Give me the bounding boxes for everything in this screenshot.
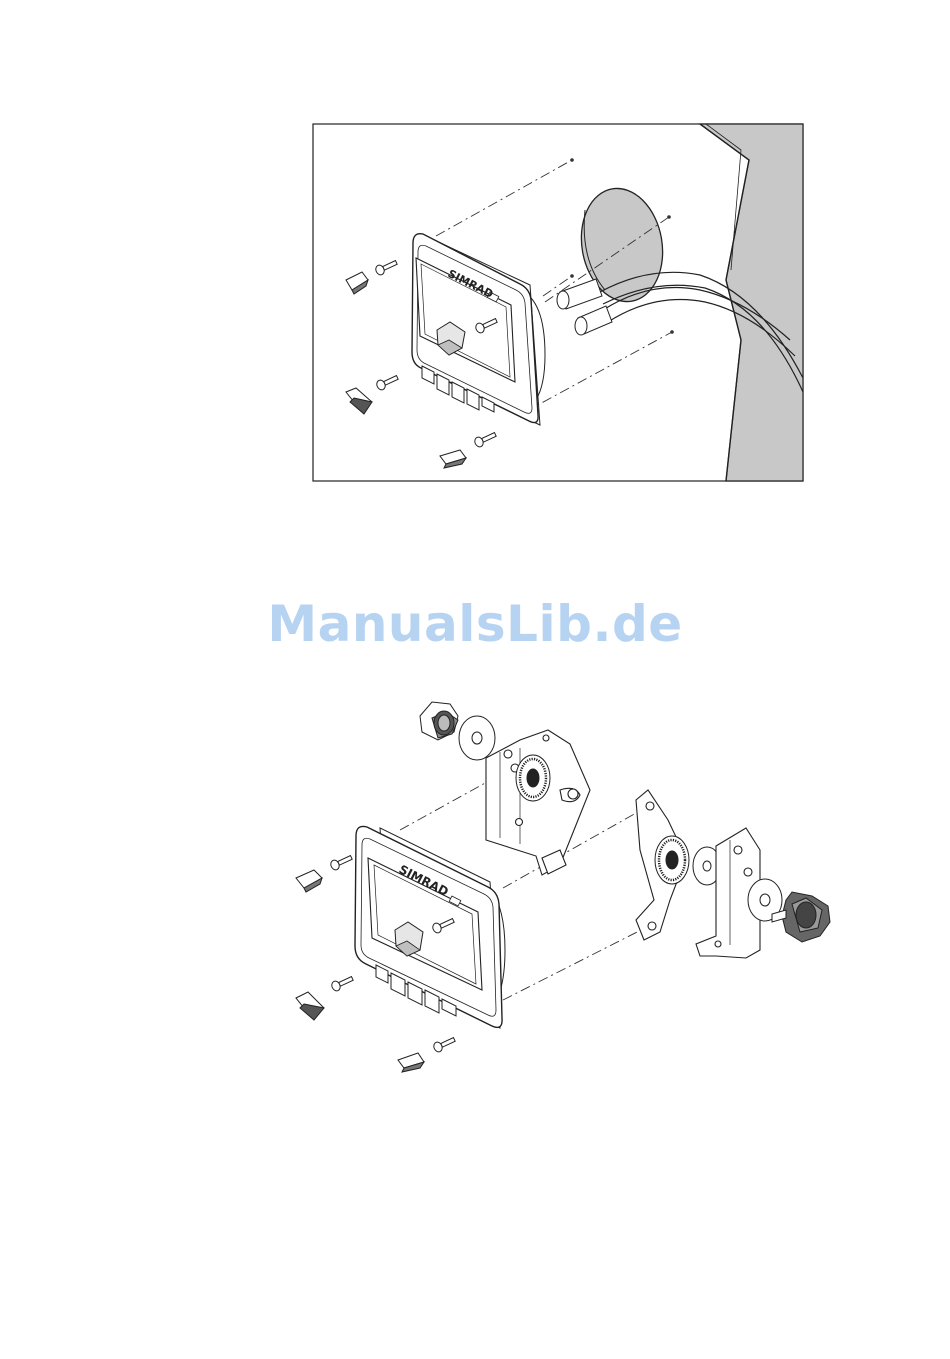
serrated-disc [655, 836, 689, 884]
bracket-mount-illustration: SIMRAD [0, 660, 950, 1100]
left-bracket [486, 730, 590, 875]
serrated-disc [516, 755, 550, 801]
watermark-text: ManualsLib.de [0, 595, 950, 653]
panel-mount-illustration: SIMRAD [0, 0, 950, 520]
display-unit [355, 826, 505, 1028]
washer [459, 716, 495, 760]
mounting-knob [420, 702, 458, 740]
